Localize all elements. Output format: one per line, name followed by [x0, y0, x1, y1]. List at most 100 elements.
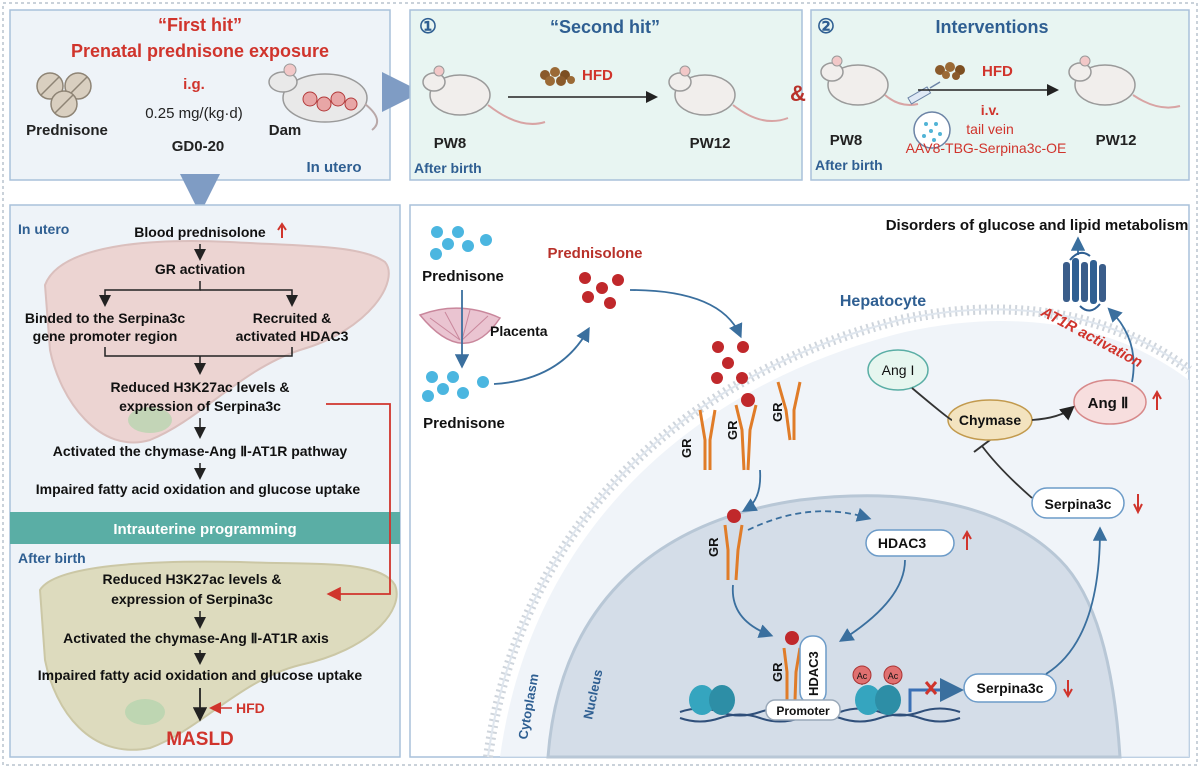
hdac3-label: HDAC3	[878, 535, 926, 551]
hdac3-complex-label: HDAC3	[806, 651, 821, 696]
hfd-food-icon	[935, 62, 965, 80]
promoter-box	[765, 699, 841, 721]
prednisone-molecules-icon	[430, 226, 492, 260]
programming-connector	[326, 403, 391, 602]
ampersand: &	[790, 81, 806, 106]
prednisolone-molecules-icon	[579, 272, 624, 309]
dam-label: Dam	[269, 122, 302, 139]
interventions-vector: AAV8-TBG-Serpina3c-OE	[906, 140, 1067, 156]
interventions-title: Interventions	[935, 17, 1048, 37]
step-impaired-in-utero: Impaired fatty acid oxidation and glucos…	[36, 481, 361, 497]
second-hit-hfd: HFD	[582, 67, 613, 84]
step-activated-axis: Activated the chymase-Ang Ⅱ-AT1R axis	[63, 630, 329, 646]
interventions-after-birth: After birth	[815, 157, 883, 173]
interventions-route: i.v.	[981, 102, 999, 118]
pregnant-mouse-icon	[268, 63, 379, 131]
gr-label: GR	[706, 537, 721, 557]
right-mechanism-panel: Disorders of glucose and lipid metabolis…	[409, 204, 1193, 759]
metabolism-title: Disorders of glucose and lipid metabolis…	[886, 217, 1189, 234]
serpina3c-gene-box	[963, 673, 1057, 703]
first-hit-route: i.g.	[183, 76, 205, 93]
first-hit-subtitle: Prenatal prednisone exposure	[71, 41, 329, 61]
step-reduced-l2: expression of Serpina3c	[119, 398, 281, 414]
up-arrow-icon	[962, 529, 972, 550]
intrauterine-banner	[10, 512, 400, 544]
pills-icon	[36, 72, 92, 118]
prednisone-molecules-icon	[422, 371, 489, 402]
prednisolone-label: Prednisolone	[547, 245, 642, 262]
step-recruited-l1: Recruited &	[253, 310, 332, 326]
serpina3c-gene-label: Serpina3c	[977, 680, 1044, 696]
masld-outcome: MASLD	[166, 729, 234, 750]
left-after-birth: After birth	[18, 550, 86, 566]
gr-label: GR	[770, 402, 785, 422]
interventions-number: ②	[817, 16, 835, 38]
interventions-panel: ② Interventions HFD	[810, 9, 1190, 181]
step-gr-activation: GR activation	[155, 261, 245, 277]
step-impaired-after: Impaired fatty acid oxidation and glucos…	[38, 667, 363, 683]
blocked-cross-icon	[924, 681, 938, 695]
gr-label: GR	[679, 438, 694, 458]
interventions-start: PW8	[830, 132, 863, 149]
serpina3c-protein-box	[1031, 487, 1125, 519]
prednisone-label: Prednisone	[26, 122, 108, 139]
acetyl-marker	[852, 665, 903, 685]
first-hit-in-utero: In utero	[307, 159, 362, 176]
up-arrow-icon	[1152, 389, 1162, 410]
ang1-node	[867, 349, 929, 391]
gr-receptor-icon	[698, 381, 802, 471]
liver-after-birth	[38, 560, 398, 751]
mouse-icon	[1068, 55, 1181, 109]
nucleosome-icon	[689, 685, 901, 715]
second-hit-start: PW8	[434, 135, 467, 152]
gr-receptor-icon	[723, 524, 744, 581]
down-arrow-icon	[1133, 494, 1143, 515]
prednisone-top-label: Prednisone	[422, 268, 504, 285]
left-in-utero: In utero	[18, 221, 69, 237]
down-arrow-icon	[1063, 680, 1073, 699]
second-hit-title: “Second hit”	[550, 17, 660, 37]
placenta-label: Placenta	[490, 323, 548, 339]
ang2-node	[1073, 379, 1147, 425]
at1r-receptor-icon	[1063, 251, 1106, 312]
first-hit-panel: “First hit” Prenatal prednisone exposure…	[9, 9, 391, 181]
left-mechanism-panel: In utero Blood prednisolone GR activatio…	[9, 204, 401, 758]
first-hit-dose: 0.25 mg/(kg·d)	[145, 105, 243, 122]
ac-label: Ac	[888, 671, 899, 681]
mouse-icon	[668, 65, 789, 122]
second-hit-after-birth: After birth	[414, 160, 482, 176]
first-hit-title: “First hit”	[158, 15, 242, 35]
aav-vector-icon	[913, 111, 951, 149]
prednisolone-molecules-icon	[711, 341, 749, 384]
gr-receptor-icon	[782, 647, 802, 701]
ac-label: Ac	[857, 671, 868, 681]
interventions-end: PW12	[1096, 132, 1137, 149]
ang2-label: Ang Ⅱ	[1088, 395, 1129, 412]
inhibition-line	[981, 445, 1033, 499]
mouse-icon	[820, 55, 919, 106]
prednisone-bottom-label: Prednisone	[423, 415, 505, 432]
step-recruited-l2: activated HDAC3	[236, 328, 349, 344]
gr-label: GR	[770, 662, 785, 682]
step-blood-prednisolone: Blood prednisolone	[134, 224, 266, 240]
second-hit-number: ①	[419, 16, 437, 38]
step-reduced-l1: Reduced H3K27ac levels &	[111, 379, 290, 395]
ang1-label: Ang I	[882, 362, 915, 378]
step-reduced-after-l2: expression of Serpina3c	[111, 591, 273, 607]
interventions-site: tail vein	[966, 121, 1013, 137]
liver-in-utero	[43, 240, 390, 444]
first-hit-period: GD0-20	[172, 138, 225, 155]
hfd-food-icon	[540, 67, 575, 86]
mouse-icon	[422, 65, 546, 125]
hdac3-box	[865, 529, 955, 557]
intrauterine-banner-text: Intrauterine programming	[113, 521, 296, 538]
second-hit-panel: ① “Second hit” HFD PW8 PW12 After birth	[409, 9, 803, 181]
serpina3c-protein-label: Serpina3c	[1045, 496, 1112, 512]
step-reduced-after-l1: Reduced H3K27ac levels &	[103, 571, 282, 587]
interventions-hfd: HFD	[982, 63, 1013, 80]
hepatocyte-label: Hepatocyte	[840, 293, 926, 310]
promoter-label: Promoter	[776, 704, 830, 718]
second-hit-end: PW12	[690, 135, 731, 152]
